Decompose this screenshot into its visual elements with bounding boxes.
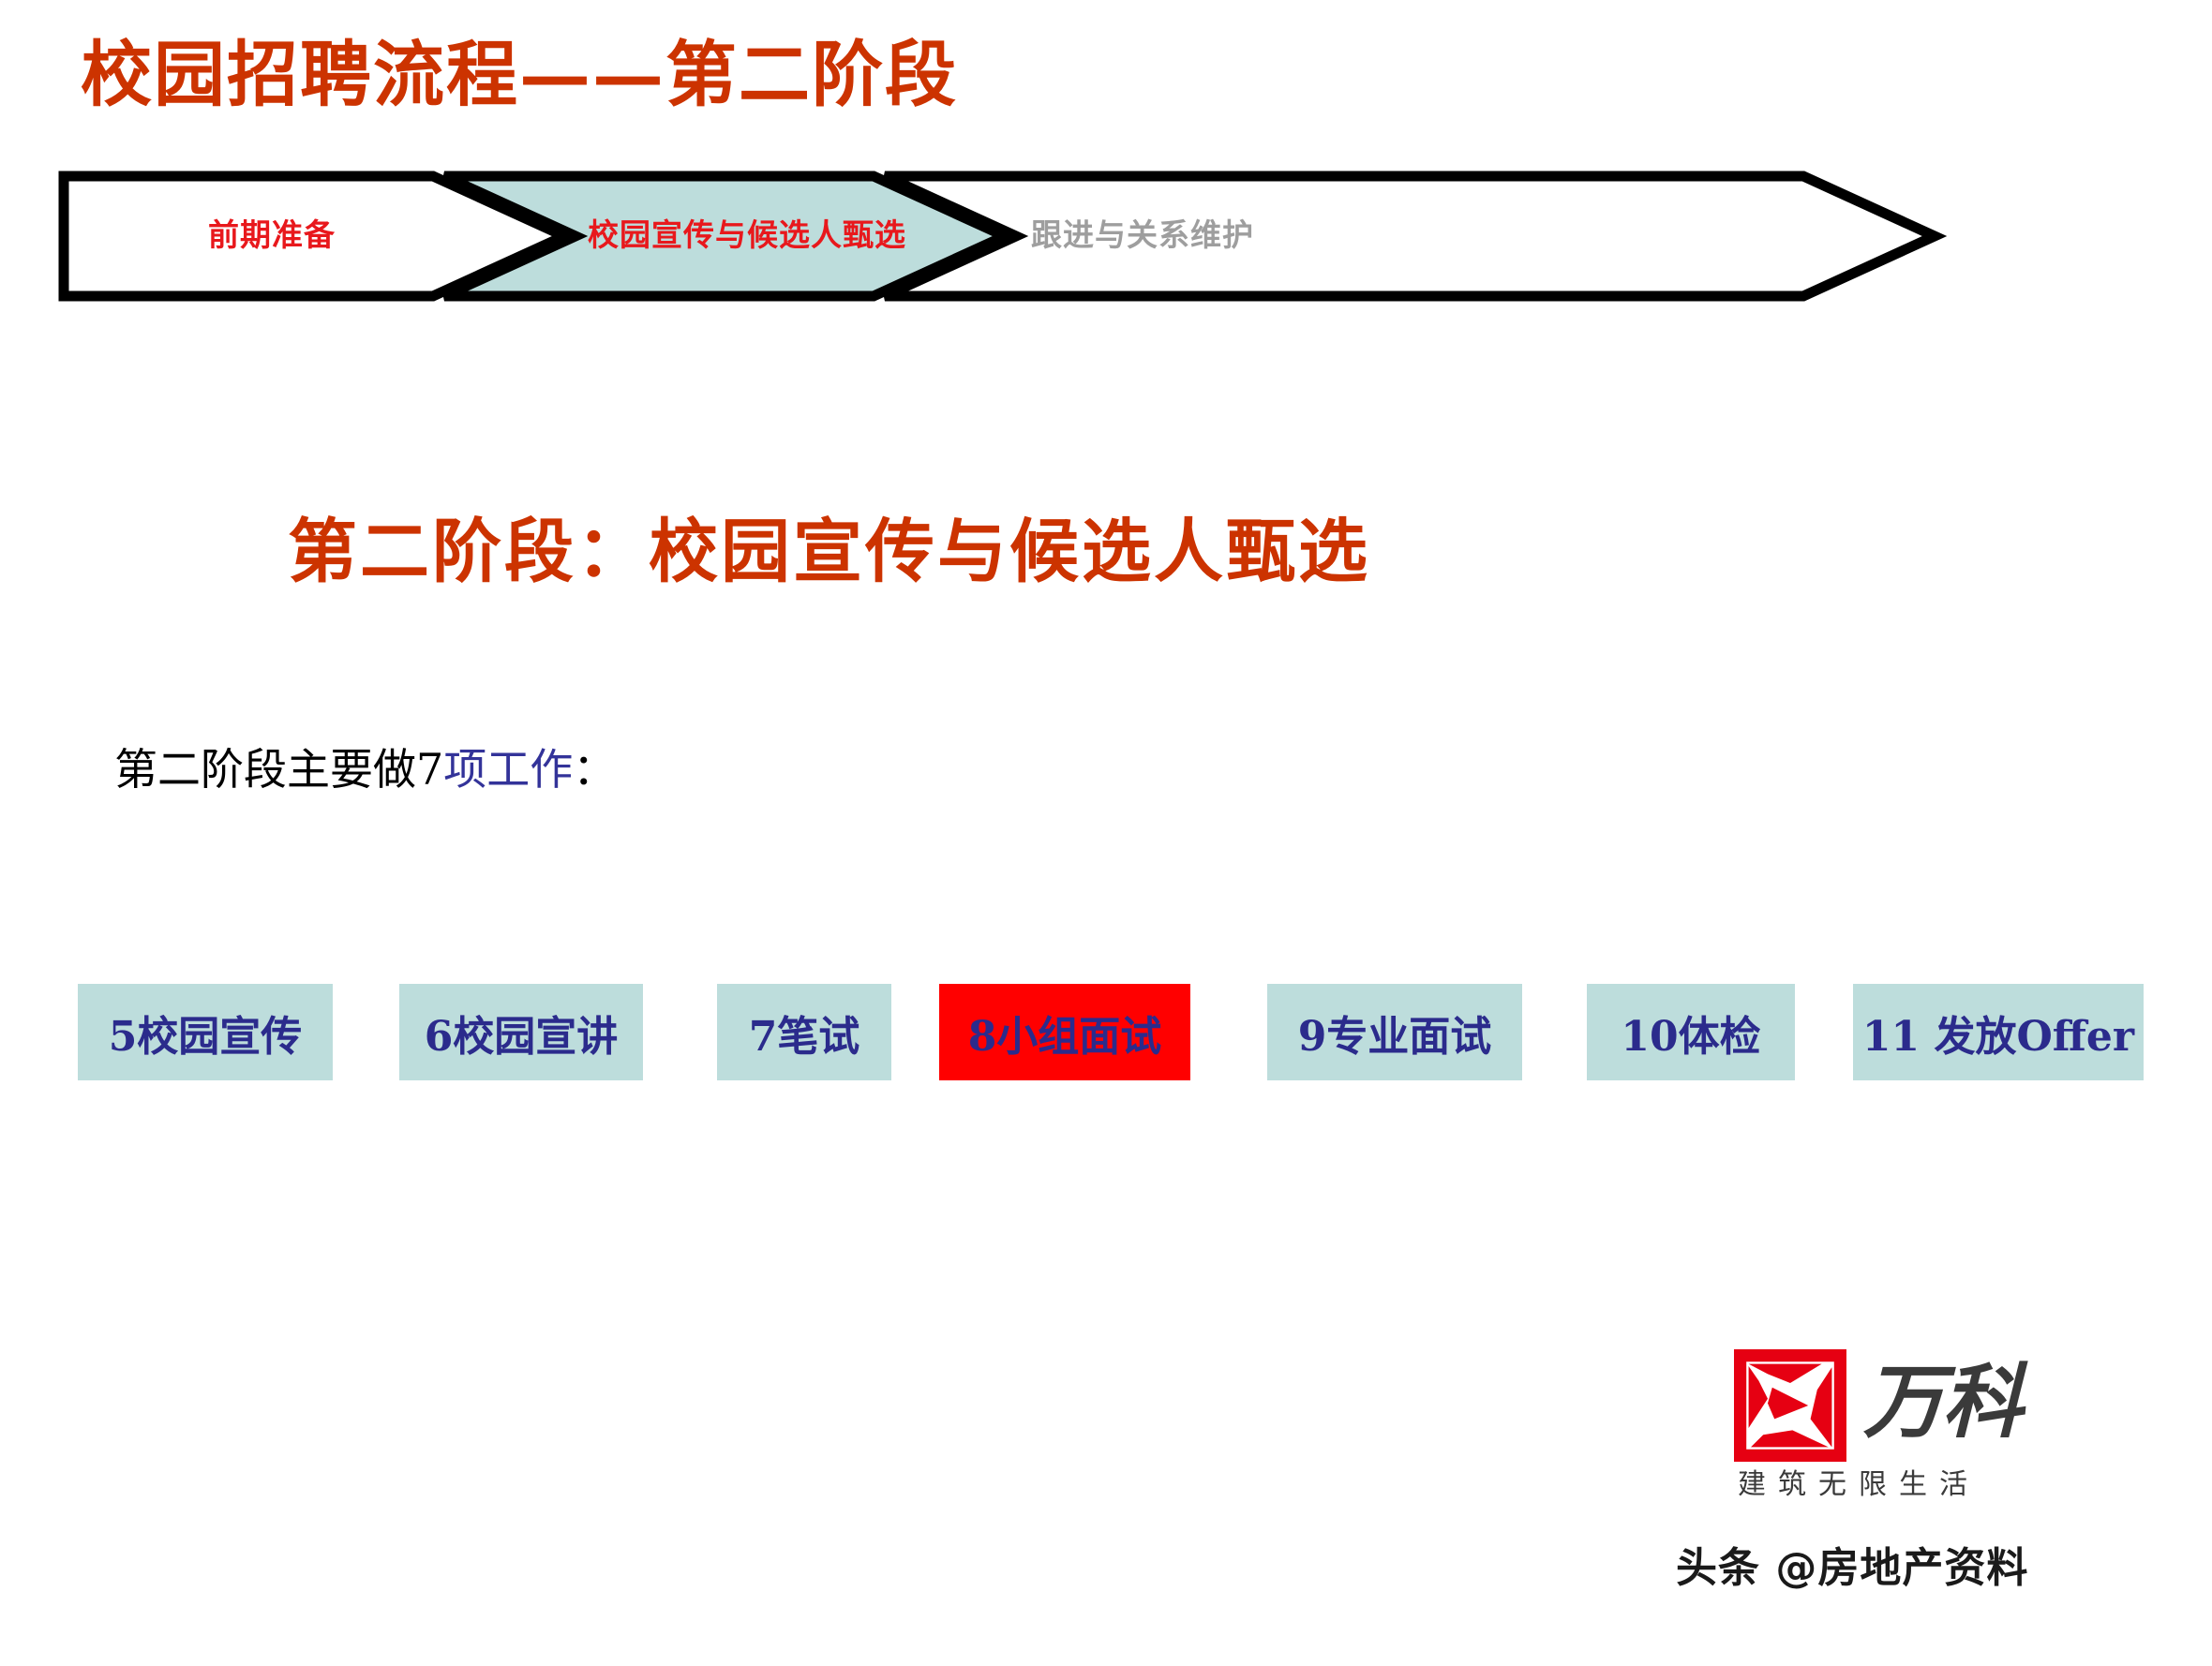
intro-line: 第二阶段主要做7项工作： — [114, 748, 616, 791]
step-box-label: 8小组面试 — [967, 1012, 1162, 1061]
page-title: 校园招聘流程——第二阶段 — [81, 33, 958, 116]
step-box-7[interactable]: 7笔试 — [717, 984, 891, 1080]
vanke-wordmark: 万科 — [1863, 1356, 2023, 1450]
source-watermark: 头条 @房地产资料 — [1676, 1544, 2029, 1592]
step-box-10[interactable]: 10体检 — [1587, 984, 1795, 1080]
process-flow-svg — [58, 171, 1948, 302]
process-step-label-2: 跟进与关系维护 — [1031, 216, 1254, 253]
stage-heading: 第二阶段：校园宣传与候选人甄选 — [288, 512, 1370, 592]
intro-suffix: ： — [573, 744, 617, 795]
process-step-label-1: 校园宣传与候选人甄选 — [588, 216, 906, 253]
step-box-row: 5校园宣传 6校园宣讲 7笔试 8小组面试 9专业面试 10体检 11 发放Of… — [0, 984, 2212, 1087]
step-box-label: 10体检 — [1621, 1012, 1761, 1061]
step-box-label: 5校园宣传 — [108, 1012, 303, 1061]
chevron-shape-1[interactable] — [441, 171, 1018, 302]
step-box-label: 9专业面试 — [1297, 1012, 1492, 1061]
intro-highlight: 项工作 — [443, 744, 574, 795]
intro-prefix: 第二阶段主要做7 — [114, 744, 444, 795]
step-box-6[interactable]: 6校园宣讲 — [399, 984, 643, 1080]
step-box-label: 7笔试 — [748, 1012, 860, 1061]
process-step-label-0: 前期准备 — [208, 216, 336, 253]
vanke-tagline: 建筑无限生活 — [1738, 1468, 1980, 1501]
vanke-logo-mark-icon — [1734, 1349, 1846, 1462]
step-box-label: 6校园宣讲 — [424, 1012, 619, 1061]
step-box-11[interactable]: 11 发放Offer — [1853, 984, 2144, 1080]
step-box-5[interactable]: 5校园宣传 — [78, 984, 333, 1080]
step-box-label: 11 发放Offer — [1861, 1012, 2135, 1061]
step-box-8[interactable]: 8小组面试 — [939, 984, 1190, 1080]
process-flow-bar: 前期准备 校园宣传与候选人甄选 跟进与关系维护 — [58, 171, 1948, 302]
step-box-9[interactable]: 9专业面试 — [1267, 984, 1522, 1080]
chevron-shape-2[interactable] — [882, 171, 1948, 302]
vanke-logo: 万科 建筑无限生活 — [1734, 1349, 2109, 1513]
